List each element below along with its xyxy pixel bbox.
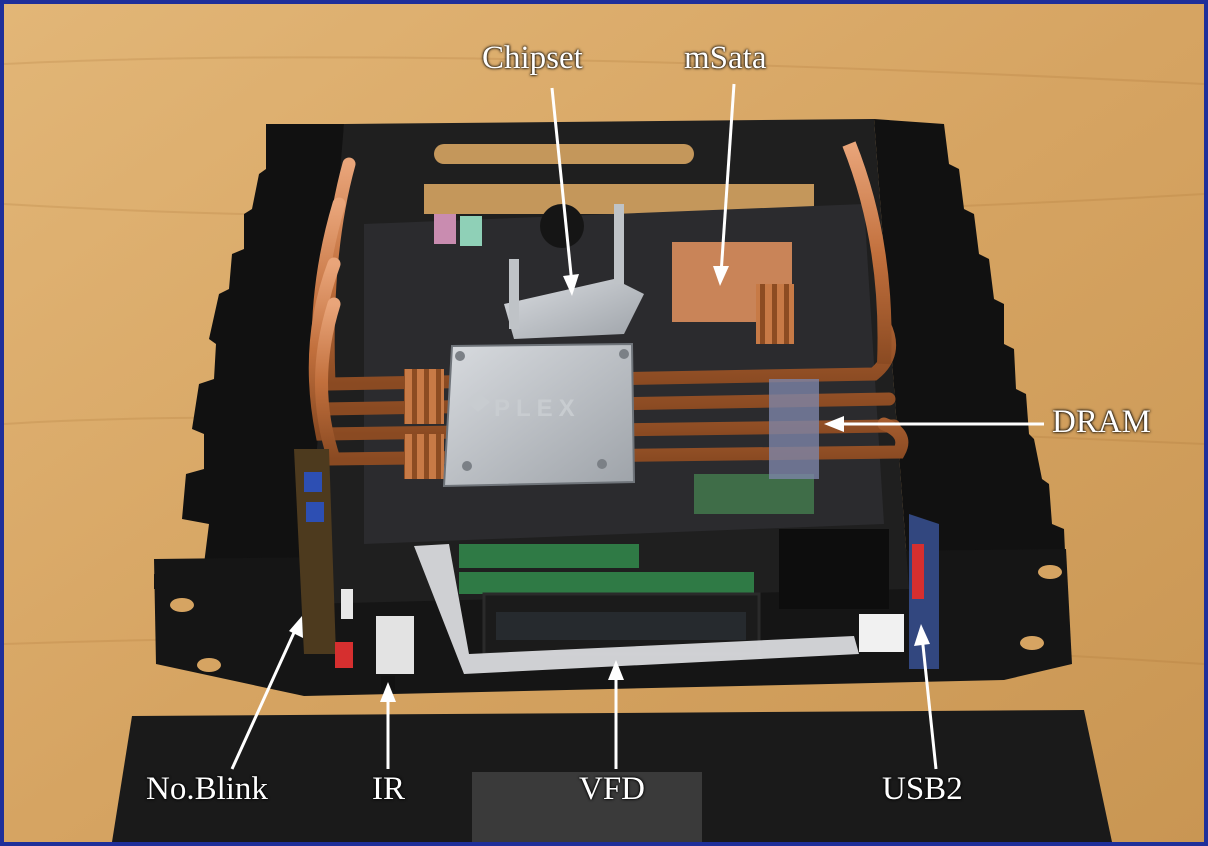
callout-arrows <box>230 83 1044 770</box>
copper-fin-block <box>404 434 444 479</box>
usb2-label: USB2 <box>882 771 963 807</box>
case-photo: PLEX <box>4 4 1204 842</box>
ir-label: IR <box>372 771 405 807</box>
dram-module <box>694 474 814 514</box>
ribbon-cable <box>414 544 859 674</box>
cmos-battery <box>540 204 584 248</box>
chipset-bracket <box>504 279 644 339</box>
led-control-pcb <box>294 449 336 654</box>
copper-fin-block <box>404 369 444 424</box>
ir-receiver-board <box>376 616 414 674</box>
usb-bracket <box>779 529 889 609</box>
red-led <box>335 642 353 668</box>
msata-label: mSata <box>684 40 767 76</box>
vfd-controller-board <box>459 544 639 568</box>
dram-label: DRAM <box>1052 404 1152 440</box>
no-blink-label: No.Blink <box>146 771 268 807</box>
vfd-label: VFD <box>579 771 646 807</box>
right-heatsink-fins <box>874 119 1066 589</box>
copper-heat-pipes <box>308 157 909 466</box>
heatsink-logo: PLEX <box>494 395 581 422</box>
cpu-heatsink-block <box>442 342 636 488</box>
chipset-label: Chipset <box>482 40 583 76</box>
